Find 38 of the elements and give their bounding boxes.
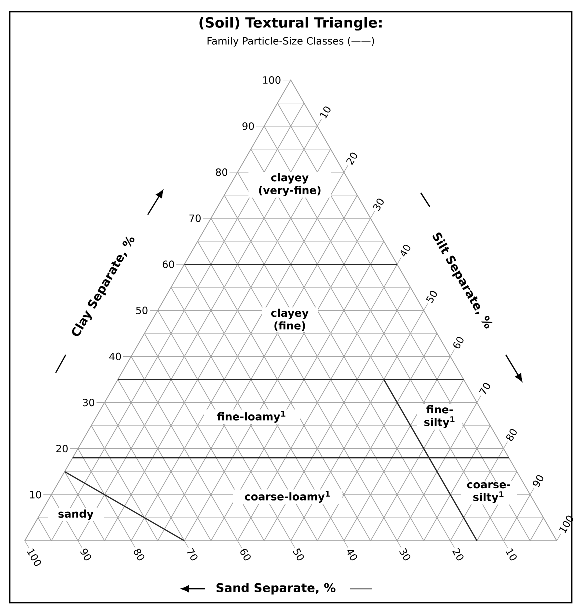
tick-label: 30 (373, 198, 384, 212)
tick-label: 60 (162, 260, 174, 268)
tick-label: 70 (190, 214, 201, 222)
tick-label: 30 (83, 399, 95, 407)
subtitle: Family Particle-Size Classes (——) (208, 37, 374, 47)
tick-label: 80 (134, 548, 145, 561)
tick-label: 50 (136, 306, 148, 314)
tick-label: 20 (56, 445, 68, 453)
tick-label: 10 (506, 548, 517, 561)
tick-label: 10 (30, 491, 42, 499)
tick-label: 60 (454, 337, 464, 349)
tick-label: 40 (110, 352, 122, 360)
title: (Soil) Textural Triangle: (200, 17, 382, 31)
region-label: coarse-loamy$^{1}$ (233, 490, 343, 504)
axis-label: Sand Separate, % (216, 583, 336, 595)
tick-label: 90 (80, 548, 92, 561)
tick-label: 40 (348, 550, 358, 561)
tick-label: 70 (479, 383, 490, 395)
region-label: clayey (fine) (262, 308, 318, 332)
tick-label: 100 (263, 76, 281, 84)
tick-label: 20 (452, 548, 464, 561)
tick-label: 20 (346, 152, 358, 166)
tick-label: 80 (506, 429, 517, 442)
tick-label: 80 (216, 168, 228, 176)
tick-label: 30 (400, 548, 411, 561)
tick-label: 70 (187, 548, 198, 561)
region-label: fine-loamy$^{1}$ (204, 410, 300, 424)
region-label: coarse-silty$^{1}$ (461, 481, 517, 505)
tick-label: 60 (240, 549, 251, 561)
tick-label: 10 (320, 106, 331, 119)
tick-label: 90 (533, 475, 544, 488)
tick-label: 50 (293, 548, 304, 561)
region-label: sandy (48, 508, 104, 522)
tick-label: 90 (242, 122, 254, 130)
region-label: fine-silty$^{1}$ (417, 404, 463, 430)
tick-label: 40 (400, 244, 411, 257)
region-label: clayey (very-fine) (248, 172, 332, 198)
tick-label: 50 (426, 291, 438, 304)
